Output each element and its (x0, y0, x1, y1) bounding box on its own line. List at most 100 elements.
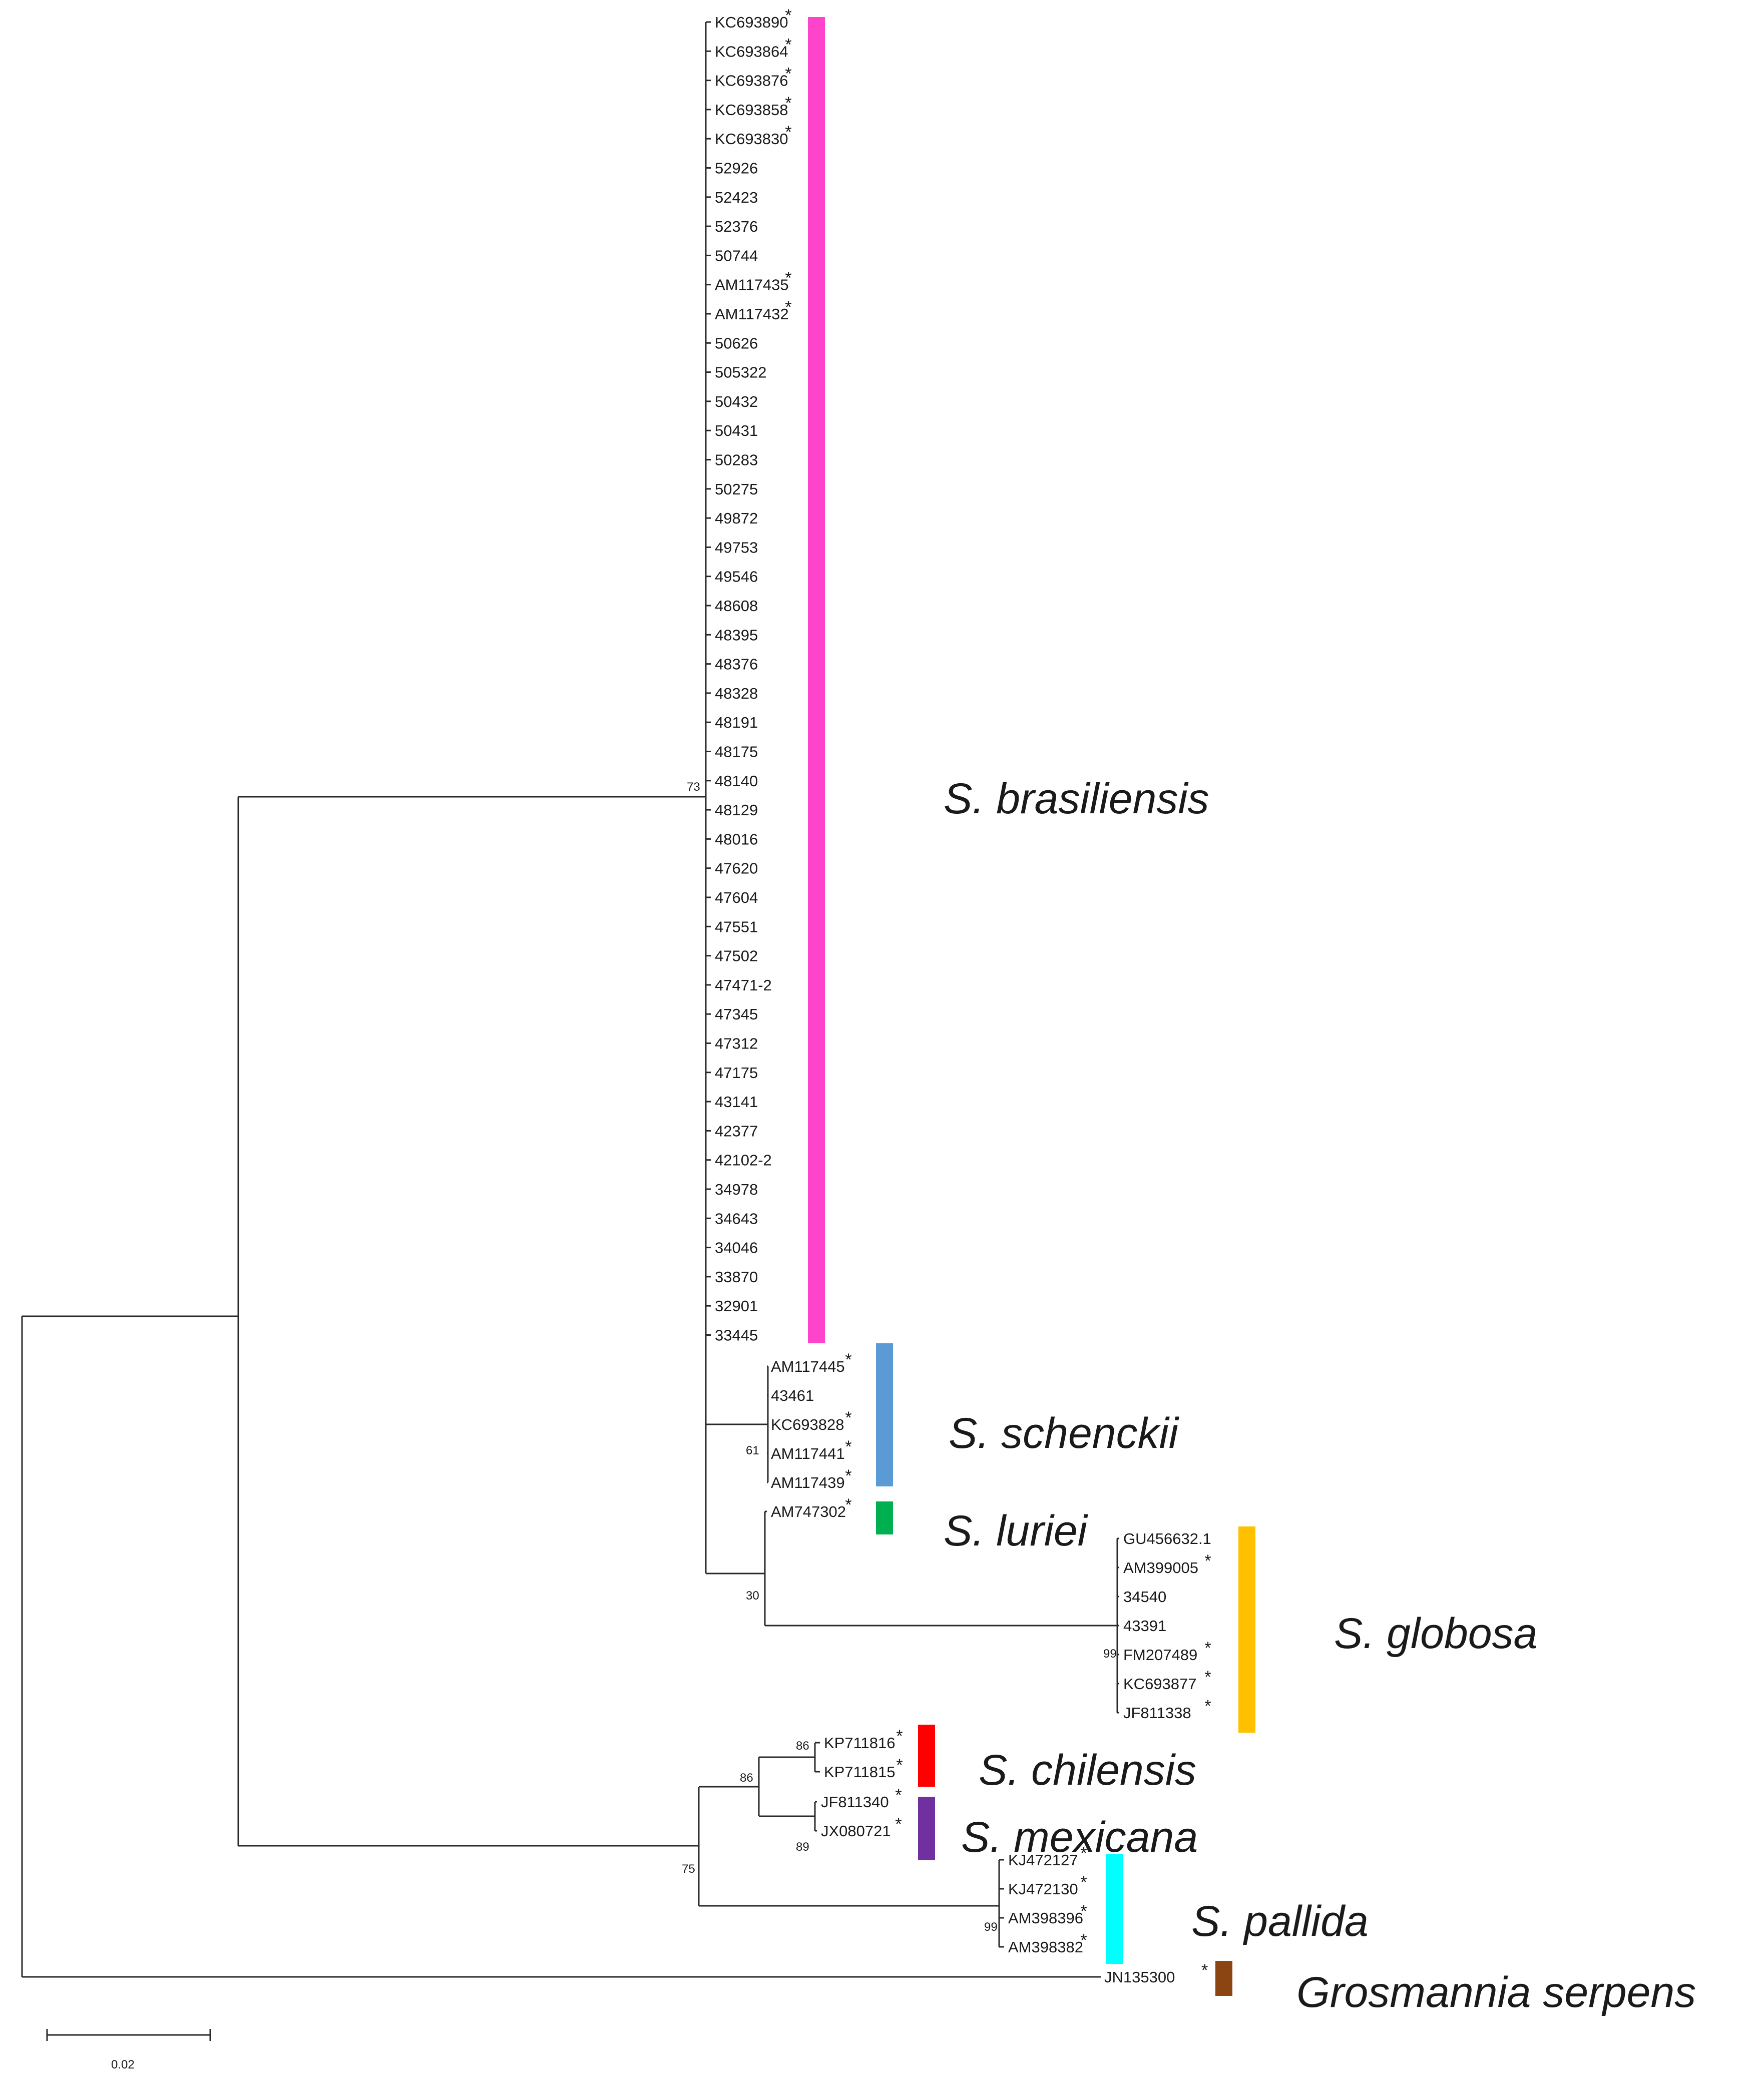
clade-label-pallida: S. pallida (1191, 1897, 1369, 1945)
significance-asterisk: * (785, 94, 791, 113)
clade-label-schenckii: S. schenckii (949, 1409, 1180, 1457)
leaf-label: 33870 (715, 1268, 758, 1286)
bootstrap-pallida: 99 (984, 1920, 998, 1934)
leaf-label: 47502 (715, 947, 758, 965)
significance-asterisk: * (785, 65, 791, 84)
clade-label-brasiliensis: S. brasiliensis (944, 775, 1209, 823)
leaf-label: 48175 (715, 743, 758, 761)
significance-asterisk: * (1080, 1931, 1087, 1950)
significance-asterisk: * (845, 1437, 851, 1456)
bootstrap-pathogenic-clade: 75 (682, 1862, 695, 1876)
leaf-label: JN135300 (1104, 1968, 1175, 1986)
bootstrap-schenckii: 61 (746, 1444, 759, 1457)
scale-bar: 0.02 (46, 2029, 211, 2071)
significance-asterisk: * (1204, 1639, 1211, 1658)
significance-asterisk: * (895, 1786, 902, 1805)
leaf-label: 42377 (715, 1122, 758, 1140)
bootstrap-globosa: 99 (1103, 1647, 1117, 1661)
leaf-label: 49872 (715, 509, 758, 527)
leaf-label: 50283 (715, 451, 758, 469)
clade-bar-globosa (1238, 1526, 1255, 1733)
significance-asterisk: * (1204, 1697, 1211, 1716)
leaf-label: KC693890 (715, 14, 788, 31)
clade-label-luriei: S. luriei (944, 1507, 1089, 1555)
clade-color-bars (808, 17, 1255, 1996)
leaf-label: 43141 (715, 1093, 758, 1111)
significance-asterisk: * (1204, 1668, 1211, 1687)
leaf-label: 50431 (715, 422, 758, 439)
significance-asterisk: * (785, 35, 791, 54)
leaf-label: KC693864 (715, 43, 788, 60)
leaf-label: JX080721 (821, 1822, 891, 1840)
leaf-label: 50626 (715, 334, 758, 352)
leaf-label: AM398382 (1008, 1938, 1083, 1956)
leaf-label: AM117432 (715, 305, 789, 323)
leaf-label: AM117441 (771, 1445, 845, 1462)
significance-asterisk: * (785, 123, 791, 142)
leaf-label: 47312 (715, 1035, 758, 1053)
leaf-label: 47345 (715, 1005, 758, 1023)
significance-asterisk: * (845, 1350, 851, 1369)
clade-bar-pallida (1106, 1854, 1123, 1964)
leaf-label: 52926 (715, 160, 758, 177)
leaf-label: 48016 (715, 830, 758, 848)
significance-asterisk: * (896, 1727, 903, 1746)
leaf-label: 48129 (715, 801, 758, 819)
leaf-label: 48328 (715, 685, 758, 702)
leaf-label: 52376 (715, 218, 758, 235)
significance-asterisk: * (1080, 1902, 1087, 1921)
leaf-label: KC693828 (771, 1416, 844, 1433)
clade-label-globosa: S. globosa (1334, 1610, 1537, 1658)
leaf-label: KC693876 (715, 72, 788, 90)
significance-asterisk: * (1204, 1551, 1211, 1571)
clade-bar-chilensis (918, 1725, 935, 1787)
leaf-label: 47620 (715, 860, 758, 877)
leaf-label: KP711816 (824, 1734, 896, 1752)
significance-asterisk: * (845, 1495, 851, 1514)
leaf-label: 49546 (715, 568, 758, 586)
leaf-label: 32901 (715, 1297, 758, 1315)
leaf-label: 50275 (715, 480, 758, 498)
clade-bar-brasiliensis (808, 17, 825, 1343)
significance-asterisk: * (845, 1408, 851, 1427)
leaf-label: KC693858 (715, 101, 788, 119)
significance-asterisk: * (896, 1756, 903, 1775)
leaf-label: KP711815 (824, 1763, 896, 1781)
significance-asterisk: * (785, 269, 791, 288)
bootstrap-mexicana: 89 (796, 1840, 809, 1854)
clade-label-mexicana: S. mexicana (961, 1813, 1198, 1861)
leaf-label: 50432 (715, 393, 758, 410)
leaf-label: 47551 (715, 918, 758, 935)
leaf-label: 48140 (715, 772, 758, 790)
leaf-label: FM207489 (1123, 1646, 1197, 1664)
significance-asterisk: * (895, 1815, 902, 1834)
significance-asterisk: * (1080, 1873, 1087, 1892)
bootstrap-chilensis-mexicana: 86 (740, 1771, 753, 1785)
leaf-label: GU456632.1 (1123, 1530, 1211, 1547)
leaf-label: 34978 (715, 1181, 758, 1198)
leaf-label: 49753 (715, 539, 758, 556)
leaf-label: JF811340 (821, 1793, 889, 1811)
significance-asterisk: * (785, 298, 791, 317)
leaf-label: 50744 (715, 247, 758, 264)
scale-bar-label: 0.02 (111, 2058, 135, 2071)
leaf-label: 48376 (715, 656, 758, 673)
leaf-label: 47604 (715, 889, 758, 906)
significance-asterisk: * (845, 1466, 851, 1485)
significance-asterisk: * (1201, 1961, 1208, 1980)
leaf-label: AM117445 (771, 1358, 845, 1375)
leaf-label: 43461 (771, 1387, 814, 1404)
leaf-label: AM117439 (771, 1474, 845, 1491)
clade-bar-schenckii (876, 1343, 893, 1486)
leaf-label: 48191 (715, 714, 758, 731)
leaf-label: AM398396 (1008, 1909, 1083, 1927)
leaf-label: KJ472127 (1008, 1851, 1078, 1869)
leaf-label: 47175 (715, 1064, 758, 1082)
clade-bar-grosmannia-serpens (1215, 1961, 1232, 1996)
leaf-label: KJ472130 (1008, 1880, 1078, 1898)
leaf-label: 48608 (715, 597, 758, 615)
clade-labels: S. brasiliensis S. schenckii S. luriei S… (944, 775, 1696, 2016)
leaf-label: KC693830 (715, 130, 788, 148)
leaf-labels: KC693890*KC693864*KC693876*KC693858*KC69… (715, 6, 1211, 1986)
